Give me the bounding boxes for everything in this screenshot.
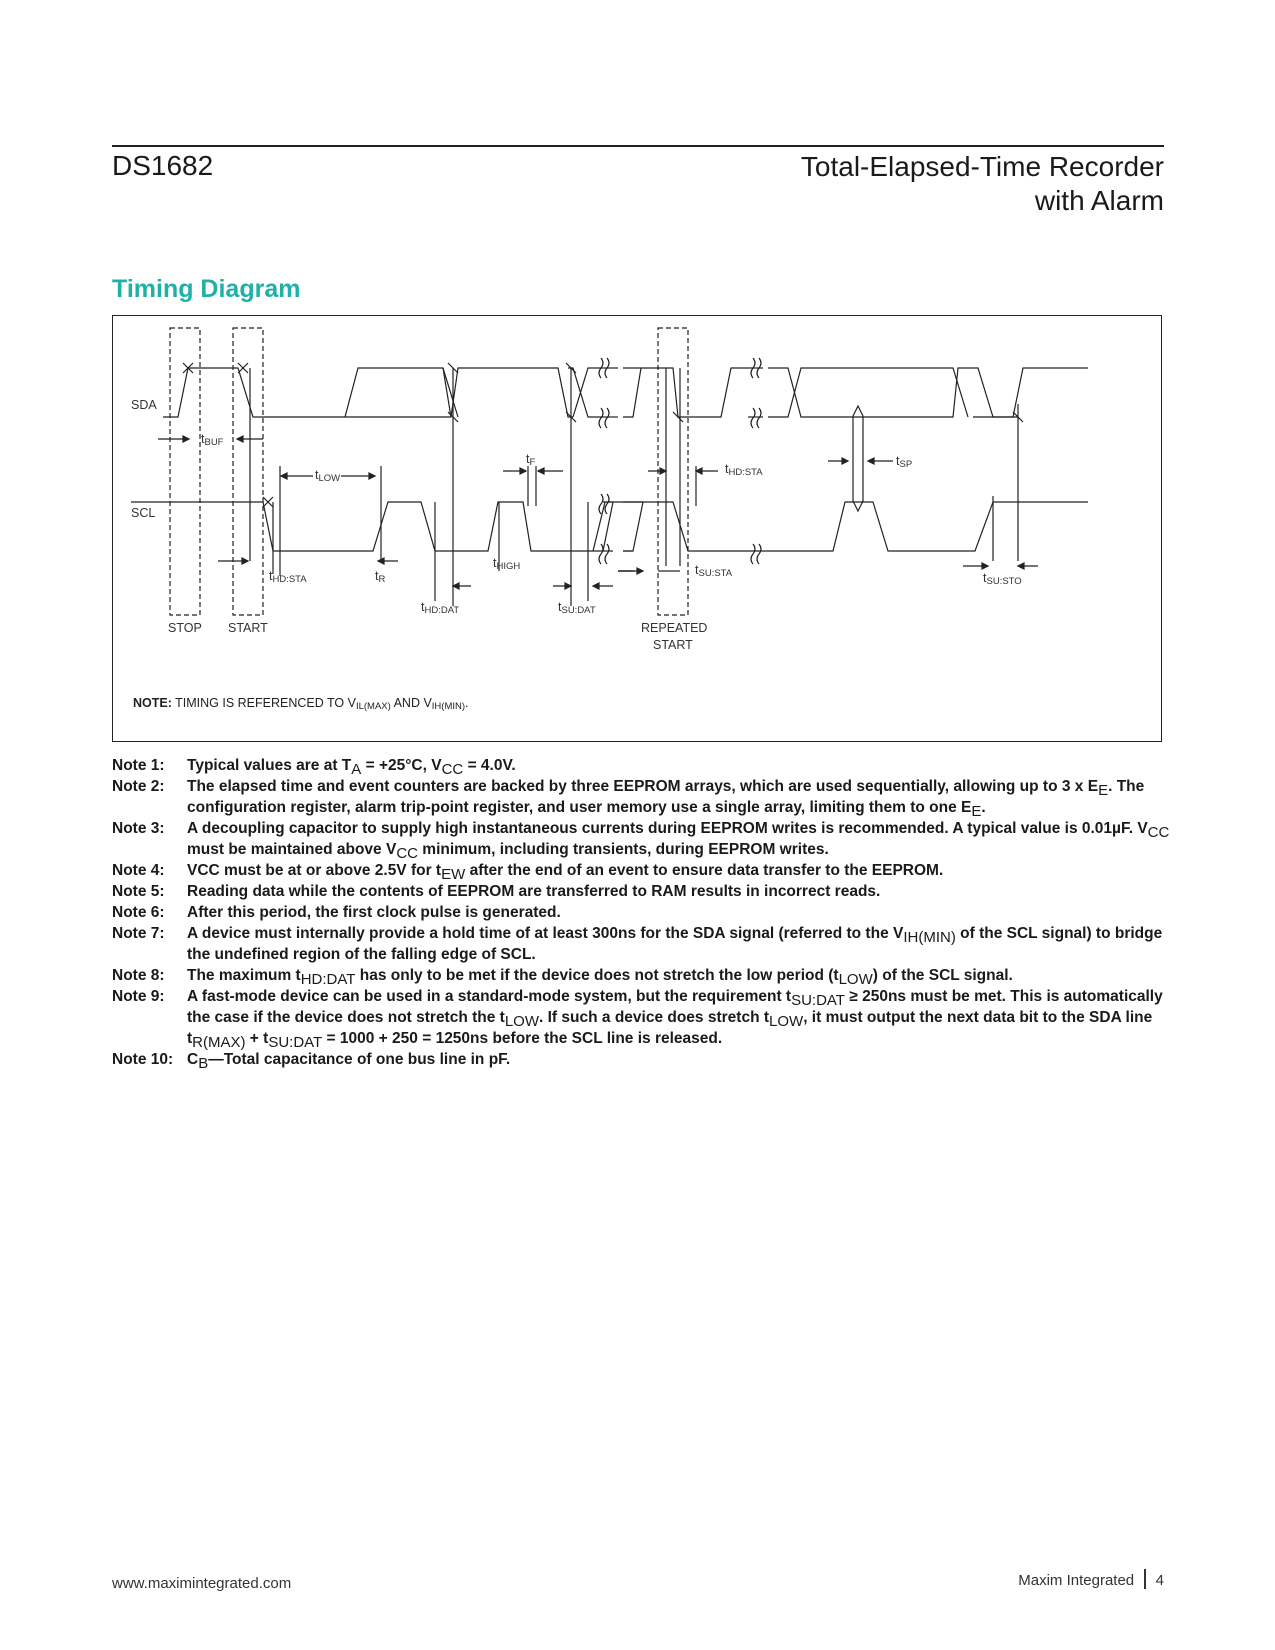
dashed-boxes bbox=[169, 327, 689, 616]
note-item: Note 8: The maximum tHD:DAT has only to b… bbox=[112, 965, 1172, 988]
note-label: Note 1: bbox=[112, 757, 165, 774]
t-r-label: tR bbox=[375, 569, 386, 585]
note-label: Note 9: bbox=[112, 988, 165, 1005]
note-item: Note 1: Typical values are at TA = +25°C,… bbox=[112, 755, 1172, 778]
note-item: Note 5: Reading data while the contents o… bbox=[112, 881, 1172, 902]
reference-lines bbox=[249, 368, 1019, 606]
t-f-label: tF bbox=[526, 452, 536, 468]
t-hd-dat-label: tHD:DAT bbox=[421, 600, 460, 616]
note-text: Typical values are at TA = +25°C, VCC = … bbox=[187, 757, 516, 778]
t-low-label: tLOW bbox=[315, 468, 341, 484]
note-item: Note 7: A device must internally provide … bbox=[112, 923, 1172, 965]
stop-box bbox=[169, 327, 201, 616]
tick-marks bbox=[182, 362, 1024, 508]
t-su-dat-label: tSU:DAT bbox=[558, 600, 596, 616]
note-label: Note 6: bbox=[112, 904, 165, 921]
notes-list: Note 1: Typical values are at TA = +25°C,… bbox=[112, 755, 1172, 1072]
document-title-line-2: with Alarm bbox=[1034, 185, 1164, 216]
note-text: CB—Total capacitance of one bus line in … bbox=[187, 1051, 511, 1072]
document-title: Total-Elapsed-Time Recorder with Alarm bbox=[801, 150, 1164, 218]
note-item: Note 10: CB—Total capacitance of one bus … bbox=[112, 1049, 1172, 1072]
tsp-spike bbox=[852, 404, 864, 513]
repeated-start-label-1: REPEATED bbox=[641, 621, 708, 635]
timing-diagram: SDA SCL tBUF tLOW tF tHD:STA tSP tHD:STA… bbox=[112, 315, 1162, 742]
stop-label: STOP bbox=[168, 621, 202, 635]
t-high-label: tHIGH bbox=[493, 556, 521, 572]
document-id: DS1682 bbox=[112, 150, 214, 181]
diagram-note: NOTE: TIMING IS REFERENCED TO VIL(MAX) A… bbox=[133, 696, 469, 712]
note-text: The maximum tHD:DAT has only to be met i… bbox=[187, 967, 1013, 988]
t-hd-sta-label-2: tHD:STA bbox=[725, 462, 763, 478]
t-su-sto-label: tSU:STO bbox=[983, 571, 1022, 587]
note-label: Note 7: bbox=[112, 925, 165, 942]
note-item: Note 2: The elapsed time and event counte… bbox=[112, 776, 1172, 820]
note-text: VCC must be at or above 2.5V for tEW aft… bbox=[187, 862, 944, 883]
note-item: Note 3: A decoupling capacitor to supply … bbox=[112, 818, 1172, 862]
footer-url[interactable]: www.maximintegrated.com bbox=[112, 1575, 292, 1592]
note-label: Note 5: bbox=[112, 883, 165, 900]
note-item: Note 6: After this period, the first cloc… bbox=[112, 902, 1172, 923]
footer-company: Maxim Integrated bbox=[1018, 1572, 1135, 1589]
note-label: Note 8: bbox=[112, 967, 165, 984]
note-text: Reading data while the contents of EEPRO… bbox=[187, 883, 881, 900]
t-hd-sta-label-1: tHD:STA bbox=[269, 569, 307, 585]
page-number: 4 bbox=[1155, 1572, 1164, 1589]
timing-diagram-waveforms bbox=[131, 327, 1088, 616]
t-sp-label: tSP bbox=[896, 454, 913, 470]
note-text: A decoupling capacitor to supply high in… bbox=[187, 820, 1170, 862]
section-title: Timing Diagram bbox=[112, 275, 301, 303]
timing-arrows bbox=[158, 435, 1038, 590]
note-item: Note 4: VCC must be at or above 2.5V for … bbox=[112, 860, 1172, 883]
note-text: A fast-mode device can be used in a stan… bbox=[187, 988, 1163, 1051]
footer-separator bbox=[1144, 1569, 1146, 1589]
sda-waveform bbox=[163, 367, 1088, 418]
sda-label: SDA bbox=[131, 398, 157, 412]
scl-waveform bbox=[131, 501, 1088, 552]
scl-label: SCL bbox=[131, 506, 156, 520]
note-label: Note 4: bbox=[112, 862, 165, 879]
start-label: START bbox=[228, 621, 268, 635]
note-text: A device must internally provide a hold … bbox=[187, 925, 1163, 963]
t-su-sta-label: tSU:STA bbox=[695, 563, 733, 579]
repeated-start-label-2: START bbox=[653, 638, 693, 652]
note-text: The elapsed time and event counters are … bbox=[187, 778, 1145, 820]
header-rule bbox=[112, 145, 1164, 147]
note-text: After this period, the first clock pulse… bbox=[187, 904, 561, 921]
t-buf-label: tBUF bbox=[201, 432, 224, 448]
note-label: Note 10: bbox=[112, 1051, 174, 1068]
footer-company-page: Maxim Integrated 4 bbox=[1018, 1569, 1164, 1589]
document-title-line-1: Total-Elapsed-Time Recorder bbox=[800, 151, 1164, 182]
note-item: Note 9: A fast-mode device can be used in… bbox=[112, 986, 1172, 1051]
note-label: Note 3: bbox=[112, 820, 165, 837]
note-label: Note 2: bbox=[112, 778, 165, 795]
break-symbols bbox=[598, 357, 762, 565]
start-box bbox=[232, 327, 264, 616]
